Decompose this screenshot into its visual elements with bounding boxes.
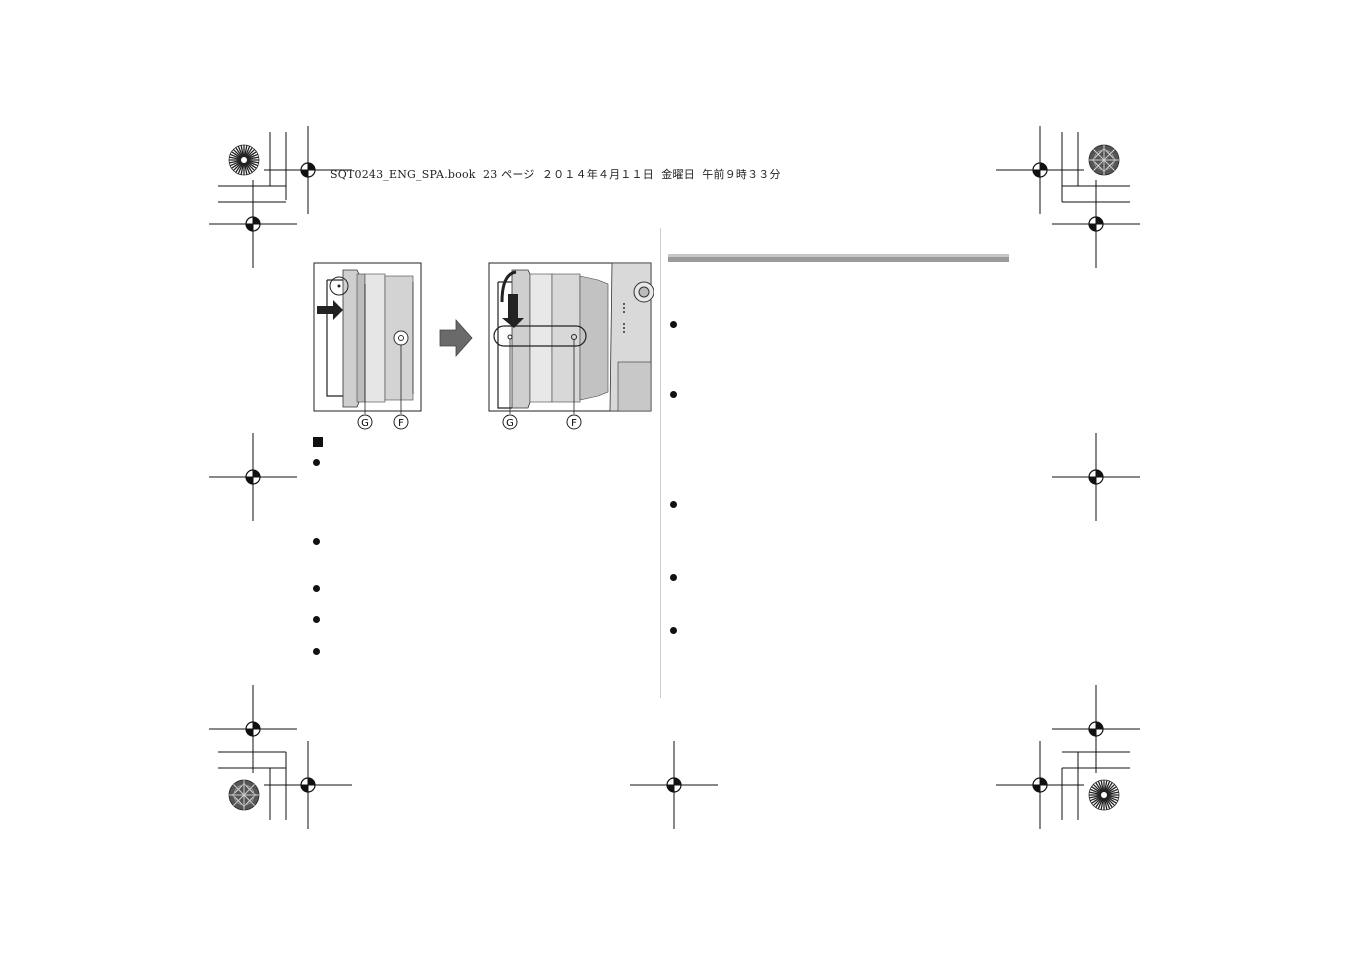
callout-g: G	[361, 418, 369, 429]
bullet-left-3	[313, 585, 320, 592]
callout-f-2: F	[571, 418, 577, 429]
bullet-left-5	[313, 648, 320, 655]
lens-figure-step1: G F	[313, 262, 422, 430]
bullet-left-1	[313, 459, 320, 466]
bullet-right-1	[670, 321, 677, 328]
column-divider	[660, 228, 661, 698]
bullet-left-4	[313, 616, 320, 623]
print-header-line: SQT0243_ENG_SPA.book 23 ページ ２０１４年４月１１日 金…	[330, 168, 781, 181]
section-heading-bar	[668, 254, 1009, 262]
transition-arrow-icon	[439, 318, 473, 358]
callout-g-2: G	[506, 418, 514, 429]
bullet-right-5	[670, 627, 677, 634]
section-square-marker	[313, 437, 323, 447]
lens-figure-step2: G F	[488, 262, 654, 430]
bullet-right-3	[670, 501, 677, 508]
callout-f: F	[398, 418, 404, 429]
bullet-left-2	[313, 538, 320, 545]
bullet-right-4	[670, 574, 677, 581]
bullet-right-2	[670, 391, 677, 398]
